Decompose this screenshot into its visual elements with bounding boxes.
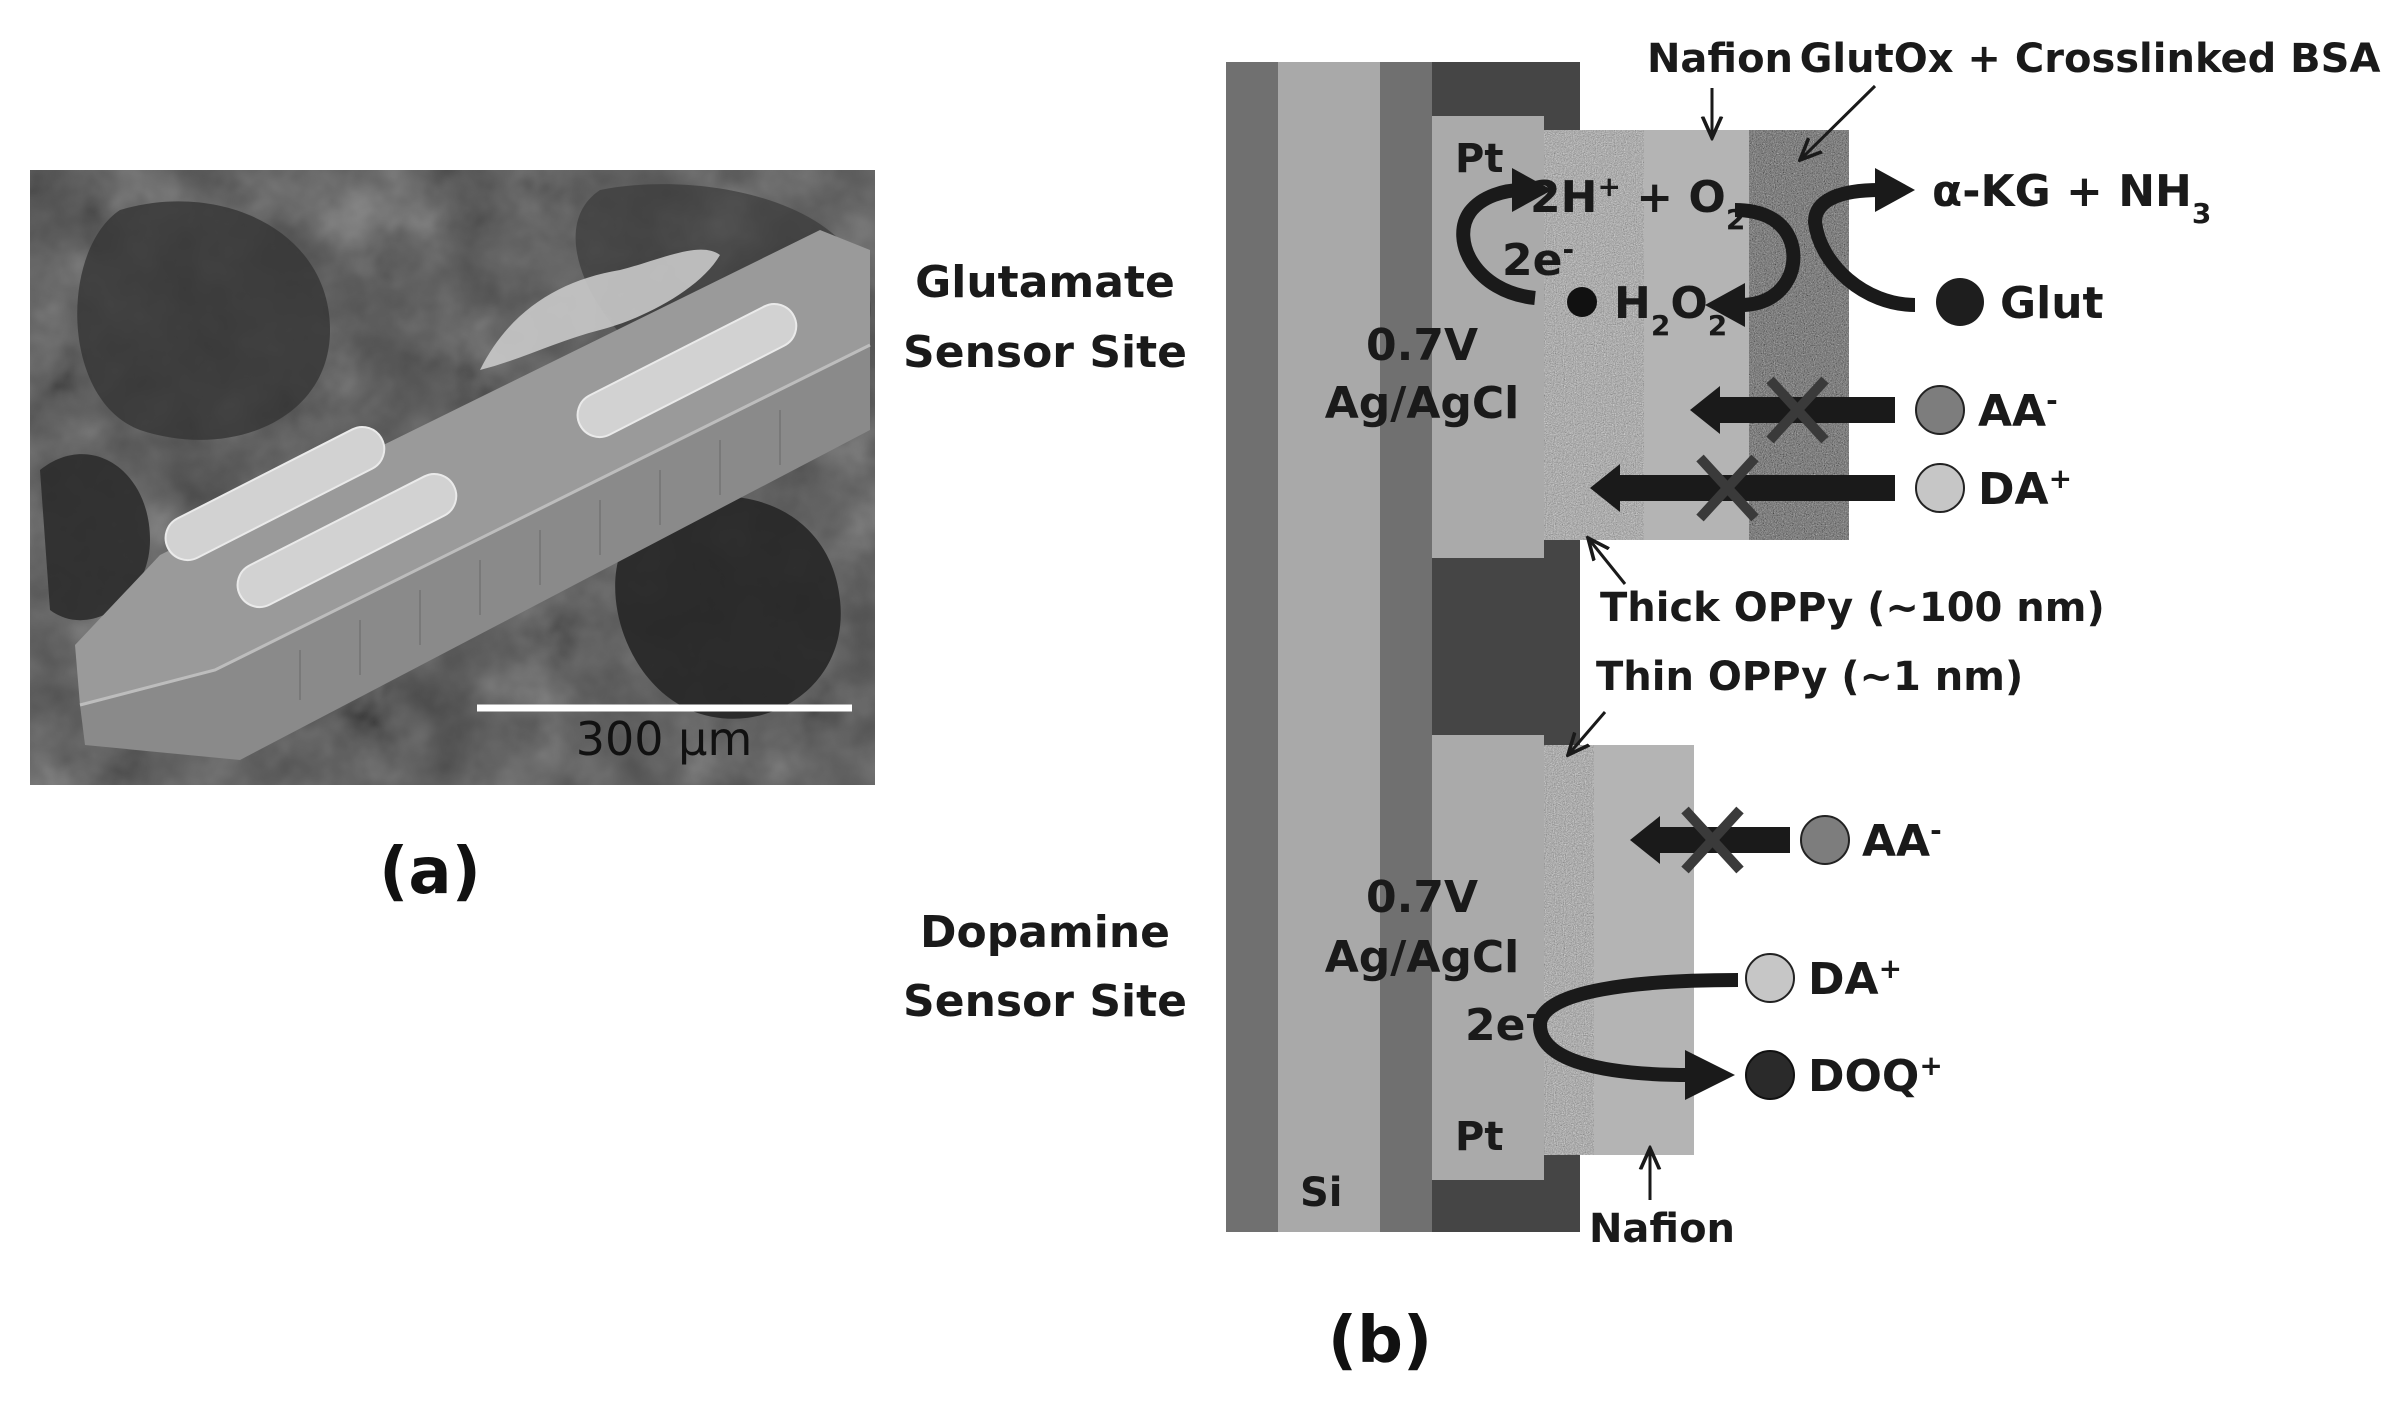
pt-label-top: Pt xyxy=(1455,136,1503,182)
potential-label-top: 0.7V xyxy=(1366,320,1478,371)
aa-molecule-icon-bottom xyxy=(1800,815,1850,865)
panel-a-label: (a) xyxy=(379,835,481,909)
pt-label-bottom: Pt xyxy=(1455,1114,1503,1160)
nafion-label-top: Nafion xyxy=(1647,36,1793,82)
potential-label-bottom: 0.7V xyxy=(1366,872,1478,923)
nafion-label-bottom: Nafion xyxy=(1589,1206,1735,1252)
glut-to-products-arrow xyxy=(1807,183,1916,312)
glutox-label: GlutOx + Crosslinked BSA xyxy=(1800,36,2381,82)
block-cross-icon xyxy=(1696,454,1759,522)
reference-label-top: Ag/AgCl xyxy=(1325,378,1520,429)
pt-electrode-bottom xyxy=(1432,735,1544,1180)
doq-label: DOQ+ xyxy=(1808,1049,1943,1103)
aa-molecule-icon-top xyxy=(1915,385,1965,435)
da-molecule-icon-top xyxy=(1915,463,1965,513)
aa-label-bottom: AA- xyxy=(1862,814,1942,868)
aa-label-top: AA- xyxy=(1978,384,2058,438)
reactants-label: 2H+ + O2 xyxy=(1530,170,1745,236)
sem-micrograph xyxy=(30,170,875,785)
substrate-stack xyxy=(1226,62,1580,1232)
doq-molecule-icon xyxy=(1745,1050,1795,1100)
glutamate-reaction: 2H+ + O2 2e- H2O2 α-KG + NH3 Glut 0.7V A… xyxy=(1325,166,2211,522)
dopamine-site-coatings xyxy=(1544,745,1694,1155)
nafion-layer-bottom xyxy=(1594,745,1694,1155)
h2o2-label: H2O2 xyxy=(1614,278,1727,342)
da-label-bottom: DA+ xyxy=(1808,952,1902,1006)
si-label: Si xyxy=(1300,1170,1343,1216)
thick-oppy-pointer xyxy=(1588,538,1627,585)
thin-oppy-pointer xyxy=(1568,711,1607,755)
glutox-pointer xyxy=(1800,84,1877,160)
da-molecule-icon-bottom xyxy=(1745,953,1795,1003)
dopamine-site-label-line1: Dopamine xyxy=(920,907,1170,958)
thick-oppy-label: Thick OPPy (~100 nm) xyxy=(1600,585,2105,631)
block-cross-icon xyxy=(1681,806,1744,874)
thin-oppy-label: Thin OPPy (~1 nm) xyxy=(1596,654,2023,700)
o2-to-h2o2-arrow xyxy=(1734,203,1801,312)
glut-label: Glut xyxy=(2000,278,2104,329)
nafion-layer-top xyxy=(1644,130,1749,540)
glutamate-site-label-line2: Sensor Site xyxy=(903,327,1187,378)
block-cross-icon xyxy=(1766,376,1829,444)
products-label: α-KG + NH3 xyxy=(1932,166,2211,230)
panel-b-label: (b) xyxy=(1328,1304,1432,1378)
reference-label-bottom: Ag/AgCl xyxy=(1325,932,1520,983)
da-label-top: DA+ xyxy=(1978,462,2072,516)
dopamine-site-label-line2: Sensor Site xyxy=(903,976,1187,1027)
h2o2-molecule-icon xyxy=(1567,287,1597,317)
probe-sensor-sites xyxy=(164,303,798,609)
electron-cycle-arrow xyxy=(1456,183,1536,305)
glut-molecule-icon xyxy=(1936,278,1984,326)
scale-bar-label: 300 µm xyxy=(576,712,753,766)
da-oxidation-arrow xyxy=(1532,973,1739,1082)
dopamine-reaction: AA- DA+ DOQ+ 2e- 0.7V Ag/AgCl xyxy=(1325,806,1943,1103)
electrons-label-bottom: 2e- xyxy=(1465,998,1537,1052)
glutamate-site-label-line1: Glutamate xyxy=(915,257,1175,308)
electrons-label-top: 2e- xyxy=(1502,233,1574,287)
